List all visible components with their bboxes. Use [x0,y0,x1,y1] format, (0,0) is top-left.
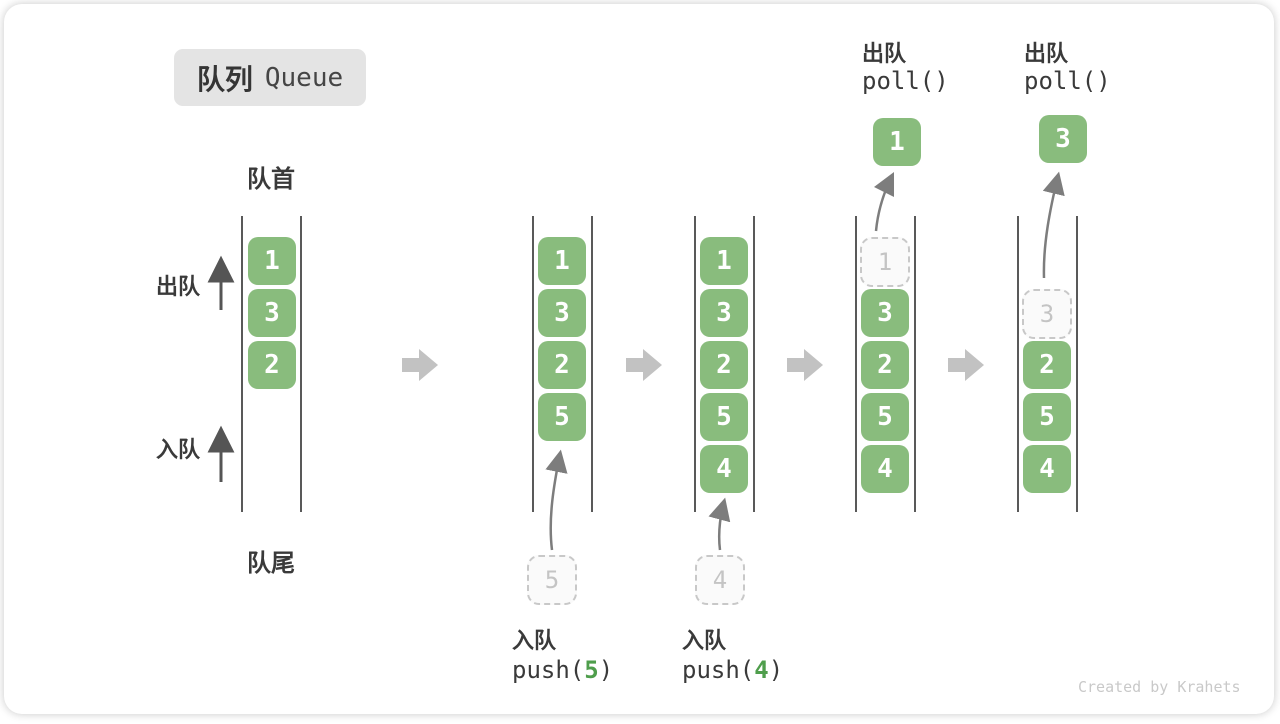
removed-element-ghost: 3 [1022,289,1072,339]
dequeue-side-label: 出队 [156,274,201,299]
dequeue-op-label: 出队 [862,41,907,66]
queue-wall [532,216,534,512]
dequeue-op-code: poll() [862,67,949,95]
code-text: ) [598,656,614,684]
queue-wall [241,216,243,512]
queue-front-label: 队首 [247,166,295,193]
popped-element: 3 [1039,115,1087,163]
enqueue-curve-arrow-icon [708,497,731,551]
enqueue-curve-arrow-icon [545,449,568,551]
dequeue-op-code: poll() [1024,67,1111,95]
queue-element: 2 [248,341,296,389]
arrows-overlay [207,171,1065,551]
queue-diagram: 队列 Queue 队首 队尾 出队 入队 1 3 2 1 3 2 5 5 1 3… [4,4,1274,714]
dequeue-curve-arrow-icon [1042,171,1065,279]
queue-wall [914,216,916,512]
enqueue-op-label: 入队 [512,628,557,653]
queue-wall [591,216,593,512]
code-text: push( [682,656,755,684]
queue-element: 4 [861,445,909,493]
removed-element-ghost: 1 [860,237,910,287]
queue-rear-label: 队尾 [247,550,295,577]
title-en: Queue [264,62,344,93]
queue-element: 5 [1023,393,1071,441]
queue-wall [1076,216,1078,512]
queue-wall [1017,216,1019,512]
dequeue-op-label: 出队 [1024,41,1069,66]
queue-element: 4 [700,445,748,493]
queue-element: 3 [700,289,748,337]
queue-element: 1 [700,237,748,285]
enqueue-op-code: push(4) [682,656,783,684]
enqueue-op-label: 入队 [682,628,727,653]
queue-element: 2 [700,341,748,389]
queue-wall [753,216,755,512]
transition-arrow-icon [787,349,823,381]
transition-arrow-icon [402,349,438,381]
queue-element: 2 [1023,341,1071,389]
transition-arrow-icon [948,349,984,381]
popped-element: 1 [873,118,921,166]
queue-element: 5 [861,393,909,441]
incoming-element-ghost: 5 [527,555,577,605]
code-text: push( [512,656,585,684]
dequeue-curve-arrow-icon [873,171,895,232]
enqueue-side-label: 入队 [156,437,201,462]
enqueue-op-code: push(5) [512,656,613,684]
queue-element: 3 [248,289,296,337]
queue-element: 5 [700,393,748,441]
queue-wall [300,216,302,512]
watermark: Created by Krahets [1078,678,1241,696]
queue-element: 3 [538,289,586,337]
queue-element: 3 [861,289,909,337]
queue-element: 1 [538,237,586,285]
code-arg: 4 [754,656,769,684]
queue-element: 2 [861,341,909,389]
queue-wall [855,216,857,512]
transition-arrow-icon [626,349,662,381]
queue-element: 1 [248,237,296,285]
queue-element: 5 [538,393,586,441]
title-zh: 队列 [196,63,253,95]
queue-wall [694,216,696,512]
incoming-element-ghost: 4 [695,555,745,605]
code-arg: 5 [584,656,599,684]
diagram-title: 队列 Queue [174,49,366,106]
code-text: ) [768,656,784,684]
queue-element: 4 [1023,445,1071,493]
queue-element: 2 [538,341,586,389]
